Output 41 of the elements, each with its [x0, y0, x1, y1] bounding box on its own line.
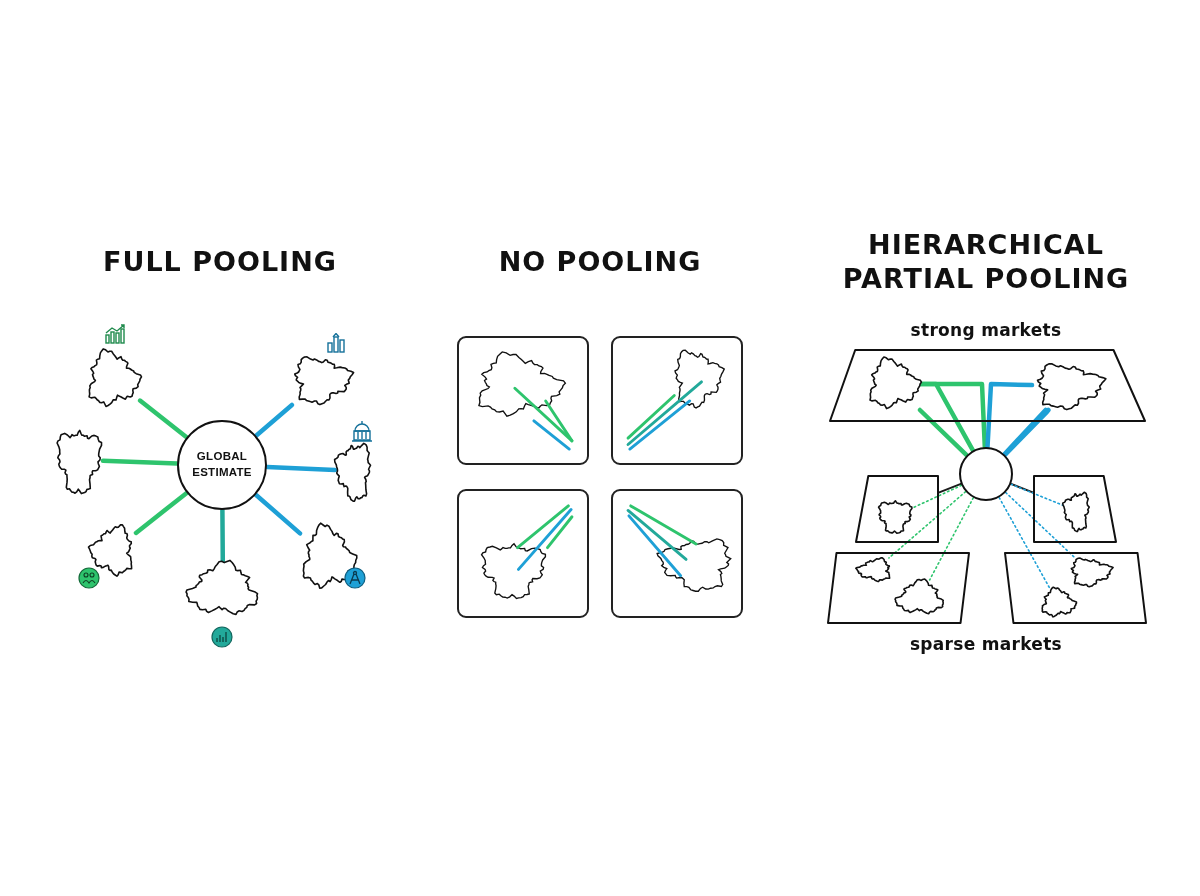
map-panel	[611, 489, 743, 618]
picture	[85, 350, 140, 408]
connector-line	[998, 496, 1051, 589]
connector-line	[133, 490, 189, 536]
picture	[335, 440, 373, 502]
connector-line	[928, 497, 975, 581]
connector-line	[1004, 491, 1075, 558]
picture	[1040, 588, 1076, 618]
connector-line	[137, 398, 189, 440]
picture	[866, 358, 920, 410]
pooling-circle	[959, 447, 1013, 501]
picture	[1063, 490, 1091, 532]
connector-line	[917, 407, 969, 458]
picture	[877, 498, 913, 534]
map-panel	[611, 336, 743, 465]
connector-line	[937, 482, 962, 494]
connector-line	[1010, 482, 1035, 494]
connector-line	[888, 490, 967, 559]
picture	[857, 558, 893, 582]
group-label: strong markets	[909, 320, 1063, 342]
connector-line	[253, 492, 303, 536]
map-panel	[457, 336, 589, 465]
connector-line	[253, 402, 295, 438]
connector-line	[985, 381, 1035, 450]
map-panel	[457, 489, 589, 618]
panel-title: NO POOLING	[497, 245, 703, 279]
picture	[895, 580, 945, 616]
picture	[1068, 557, 1112, 587]
picture	[300, 525, 356, 591]
market-plane	[1034, 476, 1116, 542]
market-plane	[1005, 553, 1146, 623]
connector-line	[912, 484, 963, 509]
market-plane	[856, 476, 938, 542]
group-label: sparse markets	[908, 634, 1064, 656]
connector-line	[1010, 483, 1064, 507]
market-plane	[828, 553, 969, 623]
market-plane	[830, 350, 1145, 421]
picture	[186, 562, 260, 618]
panel-title: FULL POOLING	[102, 245, 338, 279]
estimate-circle: GLOBAL ESTIMATE	[177, 420, 267, 510]
panel-title: HIERARCHICAL PARTIAL POOLING	[841, 228, 1131, 296]
